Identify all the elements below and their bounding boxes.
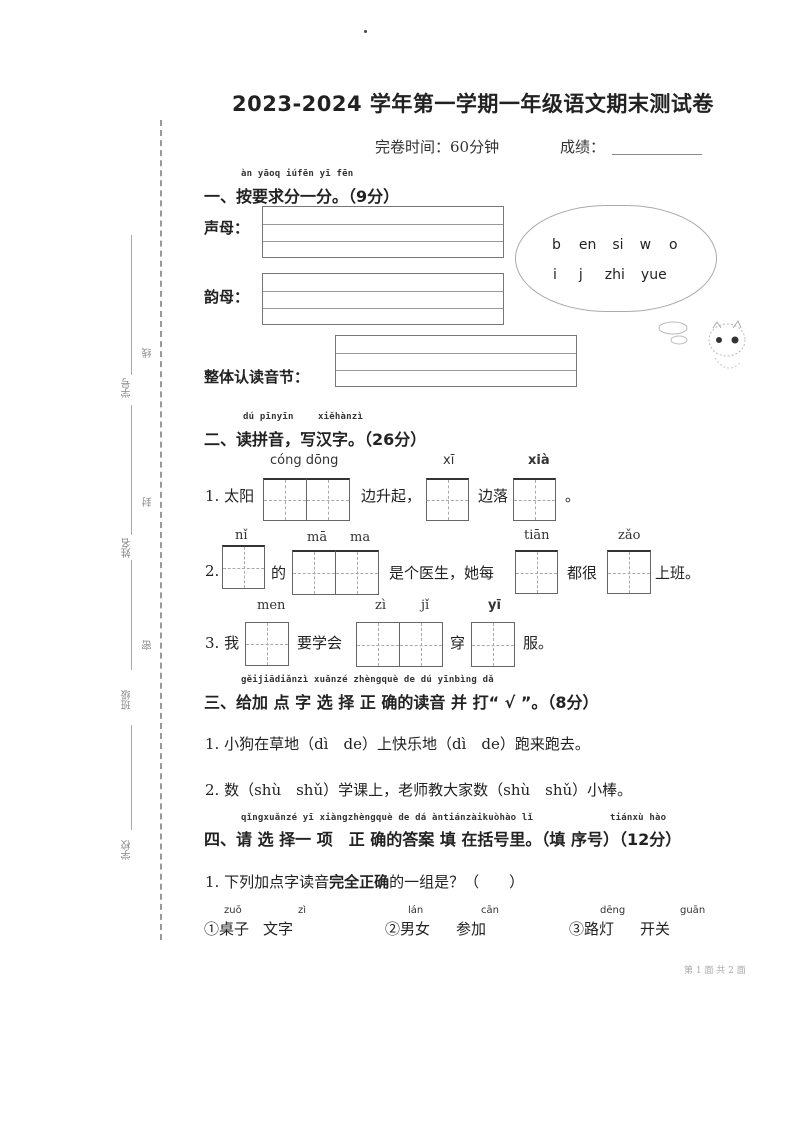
section3-pinyin: gěijiādiǎnzì xuǎnzé zhèngquè de dú yīnbì… xyxy=(241,675,494,685)
seal-char-line: 线 xyxy=(143,348,154,358)
section4-pinyin: qǐngxuǎnzé yī xiàngzhèngquè de dá àntián… xyxy=(241,813,534,823)
exam-title: 2023-2024 学年第一学期一年级语文期末测试卷 xyxy=(232,92,714,116)
q2-box-5[interactable] xyxy=(607,550,651,594)
q2-box-2[interactable] xyxy=(292,550,336,595)
q3-box-4[interactable] xyxy=(471,622,515,667)
q2-prefix: 2. xyxy=(205,562,220,580)
section2-pinyin-a: dú pīnyīn xyxy=(243,412,294,422)
shengmu-answer-lines[interactable] xyxy=(262,206,504,258)
q3-t1: 要学会 xyxy=(297,634,343,652)
q1-mid: 边升起， xyxy=(361,487,422,505)
q3-pinyin-men: men xyxy=(257,598,286,613)
name-blank-line[interactable] xyxy=(131,405,132,535)
section1-pinyin: àn yāoq iúfēn yī fēn xyxy=(241,169,354,179)
stray-dot xyxy=(364,30,367,33)
section3-title: 三、给加 点 字 选 择 正 确的读音 并 打“ √ ”。（8分） xyxy=(204,693,599,712)
option-2: ②男女参加 xyxy=(385,920,487,938)
opt1-pinyin-2: zì xyxy=(298,905,307,916)
yunmu-answer-lines[interactable] xyxy=(262,273,504,325)
q2-pinyin-ni: nǐ xyxy=(235,528,248,543)
q3-box-2[interactable] xyxy=(356,622,400,667)
q1-box-3[interactable] xyxy=(426,478,469,521)
q1-end: 。 xyxy=(565,487,581,505)
q2-box-4[interactable] xyxy=(515,550,558,594)
field-class: 班级 xyxy=(122,690,133,710)
option-1: ①桌子文字 xyxy=(204,920,294,938)
q1-box-2[interactable] xyxy=(306,478,350,521)
opt3-pinyin-1: dēng xyxy=(600,905,626,916)
label-zhengti: 整体认读音节： xyxy=(204,368,310,386)
id-blank-line[interactable] xyxy=(131,235,132,375)
q3-box-3[interactable] xyxy=(399,622,443,667)
q2-pinyin-ma2: ma xyxy=(350,530,371,545)
section4-q1: 1. 下列加点字读音完全正确的一组是？（ ） xyxy=(205,873,525,891)
q3-pinyin-ji: jǐ xyxy=(421,598,430,613)
section3-q1: 1. 小狗在草地（dì de）上快乐地（dì de）跑来跑去。 xyxy=(205,735,590,753)
q1-box-1[interactable] xyxy=(263,478,307,521)
q3-pinyin-yi: yī xyxy=(488,598,501,613)
section1-title: 一、按要求分一分。（9分） xyxy=(204,187,400,206)
option-3: ③路灯开关 xyxy=(569,920,671,938)
seal-char-seal: 封 xyxy=(143,497,154,507)
cat-illustration-icon xyxy=(708,319,746,369)
q2-box-1[interactable] xyxy=(222,545,265,589)
opt1-pinyin-1: zuō xyxy=(224,905,242,916)
opt2-pinyin-1: lán xyxy=(408,905,424,916)
q3-t2: 穿 xyxy=(450,634,466,652)
q2-t4: 上班。 xyxy=(655,564,701,582)
q2-pinyin-ma1: mā xyxy=(307,530,328,545)
class-blank-line[interactable] xyxy=(131,560,132,670)
section2-pinyin-b: xiěhànzì xyxy=(318,412,363,422)
q2-t3: 都很 xyxy=(567,564,598,582)
label-shengmu: 声母： xyxy=(204,219,250,237)
q3-prefix: 3. 我 xyxy=(205,634,240,652)
q3-box-1[interactable] xyxy=(245,622,289,666)
section4-title: 四、请 选 择一 项 正 确的答案 填 在括号里。（填 序号）（12分） xyxy=(204,830,682,849)
pinyin-thought-bubble xyxy=(515,205,717,312)
section4-pinyin-b: tiánxù hào xyxy=(610,813,667,823)
score-label: 成绩： xyxy=(560,138,606,156)
field-name: 姓名 xyxy=(122,538,133,558)
opt3-pinyin-2: guān xyxy=(680,905,706,916)
opt2-pinyin-2: cān xyxy=(481,905,499,916)
score-blank[interactable] xyxy=(612,154,702,155)
section2-title: 二、读拼音，写汉字。（26分） xyxy=(204,430,427,449)
binding-dashed-line xyxy=(160,120,162,940)
field-student-id: 学号 xyxy=(122,378,133,398)
page-number: 第 1 面 共 2 面 xyxy=(684,966,746,976)
q1-pinyin-xi: xī xyxy=(443,453,455,468)
q2-box-3[interactable] xyxy=(335,550,379,595)
q1-pinyin-cong-dong: cóng dōng xyxy=(270,453,339,468)
exam-time: 完卷时间：60分钟 xyxy=(375,138,500,156)
school-blank-line[interactable] xyxy=(131,725,132,830)
section3-q2: 2. 数（shù shǔ）学课上，老师教大家数（shù shǔ）小棒。 xyxy=(205,781,633,799)
q1-prefix: 1. 太阳 xyxy=(205,487,255,505)
q3-pinyin-zi: zì xyxy=(375,598,387,613)
zhengti-answer-lines[interactable] xyxy=(335,335,577,387)
q2-t2: 是个医生，她每 xyxy=(389,564,495,582)
thought-trail-icon xyxy=(658,321,688,345)
label-yunmu: 韵母： xyxy=(204,288,250,306)
q1-box-4[interactable] xyxy=(513,478,556,521)
q1-mid2: 边落 xyxy=(478,487,509,505)
q2-pinyin-tian: tiān xyxy=(524,528,550,543)
q3-t3: 服。 xyxy=(523,634,554,652)
q2-pinyin-zao: zǎo xyxy=(618,528,641,543)
field-school: 学校 xyxy=(122,840,133,860)
q1-pinyin-xia: xià xyxy=(528,453,550,468)
q2-t1: 的 xyxy=(271,564,287,582)
seal-char-secret: 密 xyxy=(143,640,154,650)
